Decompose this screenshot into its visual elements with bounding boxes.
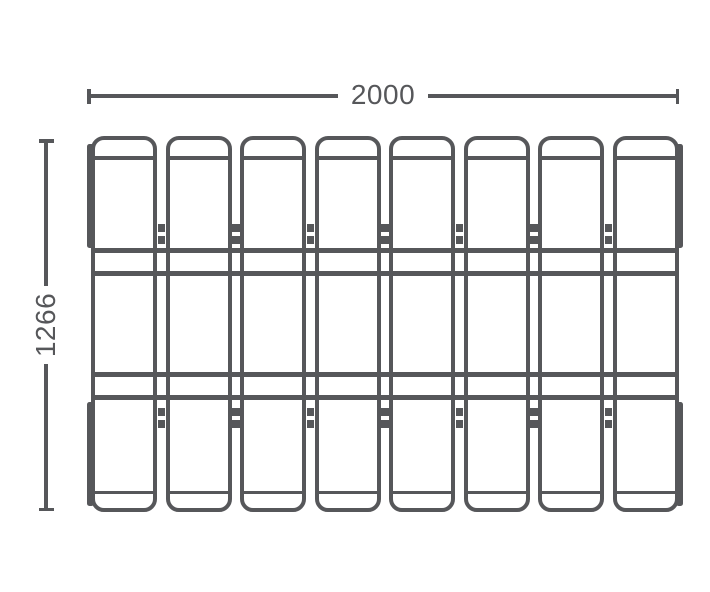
height-dimension-label-box: 1266 [30,286,61,364]
slat-top-crossbar [95,156,153,160]
connector-dash [530,408,538,416]
slat-bottom-crossbar [244,490,303,494]
connector-dash [232,420,240,428]
dimension-endpoint-tick-right [675,88,680,104]
connector-dash [232,408,240,416]
left-side-rail-bottom [87,402,94,506]
connector-dash [530,236,538,244]
connector-dash [381,420,389,428]
connector-dash [157,420,166,428]
slat-panel [87,136,683,512]
slat-top-crossbar [169,156,228,160]
slat-bottom-crossbar [616,490,675,494]
slat-4 [314,136,381,512]
connector-dash [232,224,240,232]
connector-dash [232,236,240,244]
slat-2 [165,136,232,512]
slat-bottom-crossbar [467,490,526,494]
connector-dash [455,224,464,232]
left-side-rail-top [87,144,94,248]
slat-bottom-crossbar [169,490,228,494]
connector-dash [604,224,613,232]
cross-rail-4 [91,395,679,400]
connector-dash [306,408,315,416]
slat-1 [91,136,157,512]
slat-top-crossbar [244,156,303,160]
slat-bottom-crossbar [542,490,601,494]
width-dimension-label: 2000 [350,79,416,110]
connector-dash [306,420,315,428]
slat-top-crossbar [616,156,675,160]
slat-3 [240,136,307,512]
cross-rail-2 [91,271,679,276]
cross-rail-1 [91,248,679,253]
dimension-endpoint-tick-top [38,139,54,143]
slat-5 [389,136,456,512]
connector-dash [157,224,166,232]
height-dimension-label: 1266 [30,292,61,358]
connector-dash [455,420,464,428]
slat-top-crossbar [542,156,601,160]
dimension-line-segment [44,142,48,286]
connector-dash [530,420,538,428]
connector-dash [306,224,315,232]
connector-dash [530,224,538,232]
connector-dash [157,236,166,244]
connector-dash [455,408,464,416]
slat-top-crossbar [318,156,377,160]
connector-dash [381,408,389,416]
slat-bottom-crossbar [393,490,452,494]
dimension-line-segment [428,94,676,98]
dimension-endpoint-tick-left [87,88,91,104]
slat-top-crossbar [393,156,452,160]
connector-dash [604,420,613,428]
connector-dash [604,408,613,416]
slat-8 [612,136,679,512]
right-side-rail-bottom [676,402,683,506]
height-dimension: 1266 [30,139,61,511]
slat-top-crossbar [467,156,526,160]
connector-dash [306,236,315,244]
connector-dash [455,236,464,244]
width-dimension: 2000 [87,81,680,109]
slat-6 [463,136,530,512]
connector-dash [381,236,389,244]
connector-dash [157,408,166,416]
dimension-line-segment [90,94,338,98]
connector-dash [381,224,389,232]
slat-7 [538,136,605,512]
slat-bottom-crossbar [95,490,153,494]
connector-dash [604,236,613,244]
right-side-rail-top [676,144,683,248]
dimension-line-segment [44,364,48,508]
dimension-endpoint-tick-bottom [38,507,54,511]
slat-bottom-crossbar [318,490,377,494]
cross-rail-3 [91,372,679,377]
